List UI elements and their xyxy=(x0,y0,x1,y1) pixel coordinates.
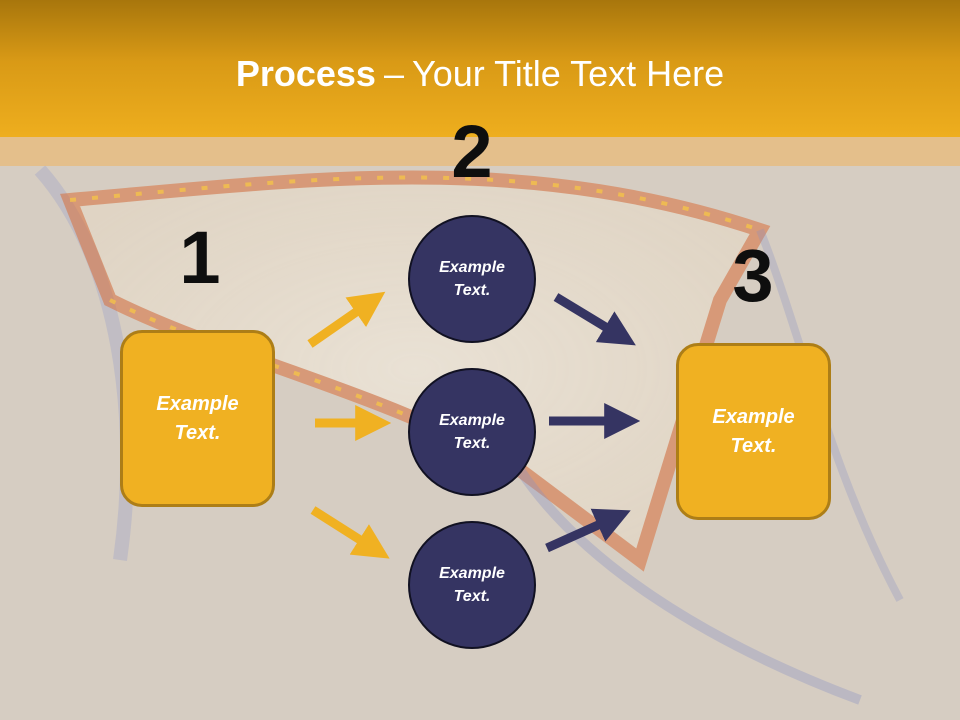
step2-circle-middle: Example Text. xyxy=(408,368,536,496)
step-number-2: 2 xyxy=(451,110,493,193)
step3-box: Example Text. xyxy=(676,343,831,520)
title-bold-part: Process xyxy=(235,53,376,94)
title-rest: Your Title Text Here xyxy=(411,53,725,94)
step-number-1: 1 xyxy=(179,216,221,299)
step2-circle-top: Example Text. xyxy=(408,215,536,343)
header-band xyxy=(0,0,960,137)
step2-circle-bottom: Example Text. xyxy=(408,521,536,649)
step2-circle-top-text: Example Text. xyxy=(439,259,505,299)
step3-box-text: Example Text. xyxy=(712,405,795,457)
step1-box-text: Example Text. xyxy=(156,392,239,444)
header-strip xyxy=(0,137,960,166)
slide-title: Process–Your Title Text Here xyxy=(0,52,960,96)
step2-circle-bottom-text: Example Text. xyxy=(439,565,505,605)
step2-circle-middle-text: Example Text. xyxy=(439,412,505,452)
step-number-3: 3 xyxy=(732,234,774,317)
step1-box: Example Text. xyxy=(120,330,275,507)
title-separator: – xyxy=(383,53,404,94)
